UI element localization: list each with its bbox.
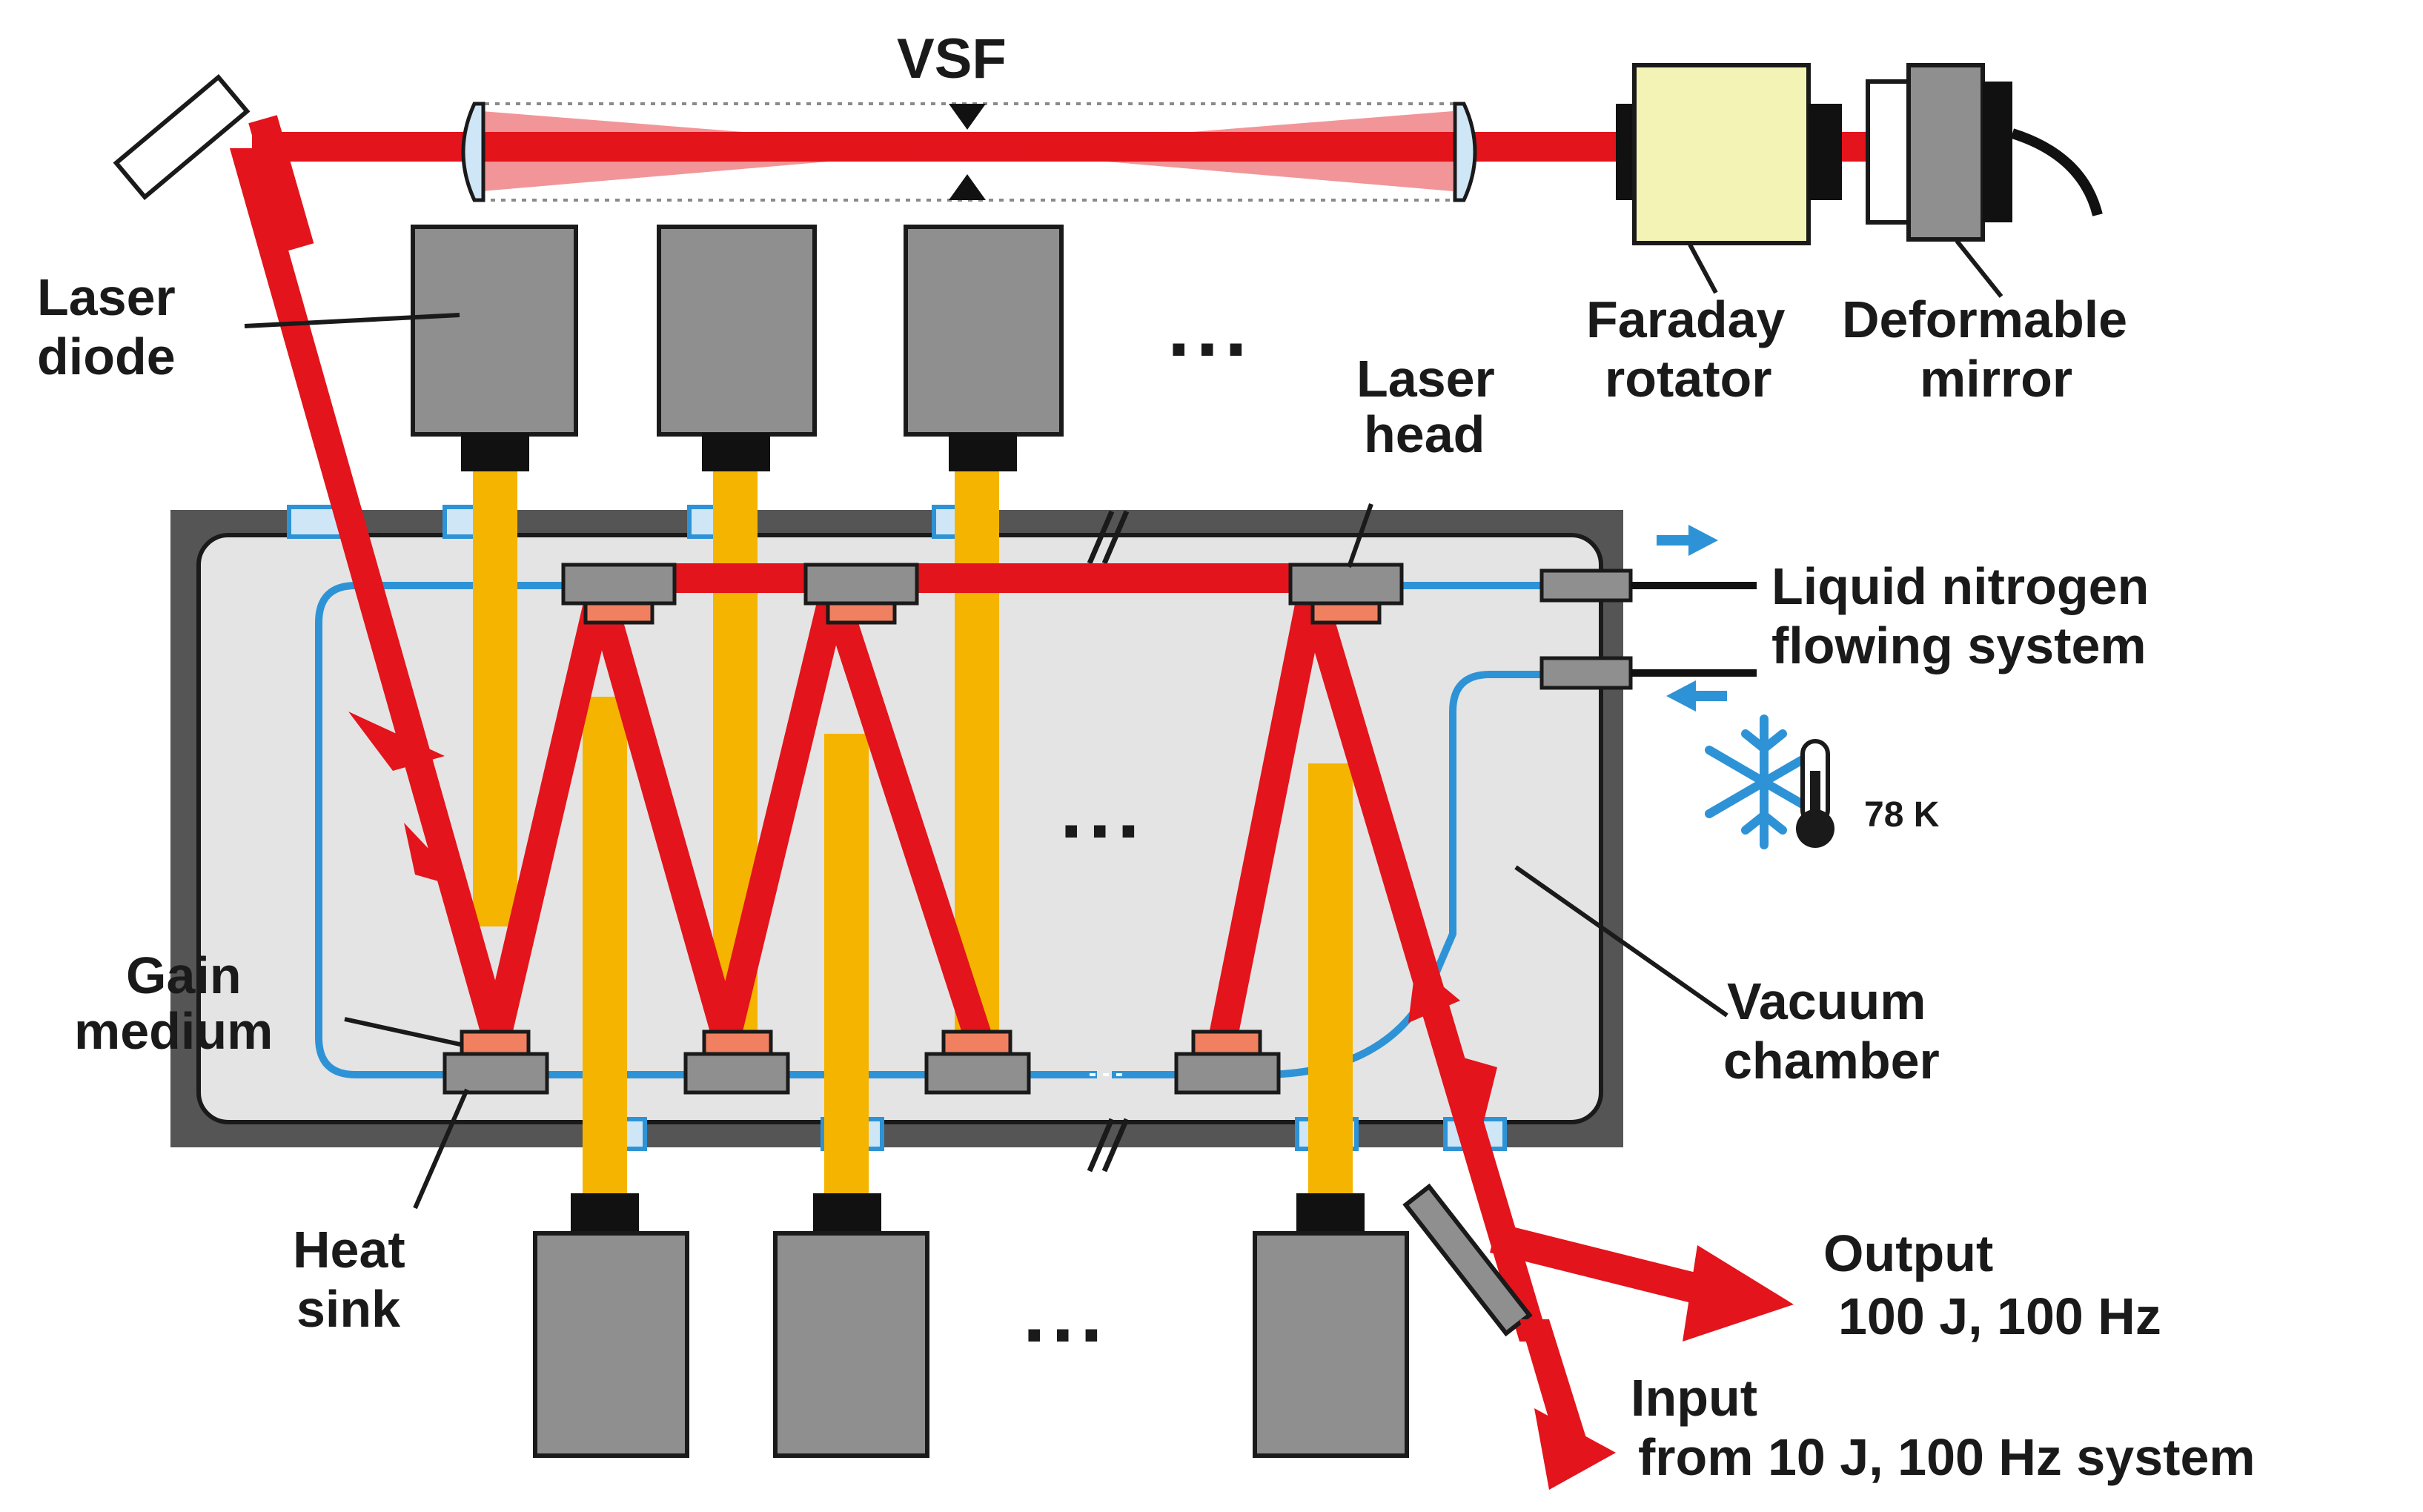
laser-diode-label-2: diode — [37, 328, 176, 385]
temperature-label: 78 K — [1864, 795, 1940, 835]
ln2-connectors — [1539, 568, 1757, 690]
vacuum-chamber-label-2: chamber — [1723, 1032, 1940, 1090]
thermometer-icon — [1796, 739, 1834, 848]
ln2-label-2: flowing system — [1771, 617, 2147, 674]
gain-media-bottom — [442, 1029, 1281, 1095]
gain-medium-label-1: Gain — [126, 946, 242, 1004]
laser-head-label-1: Laser — [1356, 350, 1495, 408]
arrow-right-icon — [1657, 525, 1718, 556]
ellipsis-top: ... — [1167, 282, 1253, 374]
pump-light-columns — [473, 452, 1353, 1216]
output-mirror — [1402, 1183, 1533, 1337]
top-laser-diodes — [411, 225, 1064, 471]
vsf-label: VSF — [897, 27, 1007, 90]
output-beam — [1490, 1223, 1794, 1342]
heat-sink-label-1: Heat — [293, 1221, 405, 1279]
ellipsis-bottom: ... — [1023, 1268, 1109, 1359]
ln2-label-1: Liquid nitrogen — [1771, 557, 2149, 615]
faraday-label-2: rotator — [1605, 350, 1772, 408]
top-beam-line — [113, 73, 1883, 252]
output-label-1: Output — [1823, 1224, 1993, 1282]
laser-beam-zigzag — [230, 148, 1549, 1342]
input-beam — [1519, 1319, 1616, 1490]
heat-sink-label-2: sink — [296, 1280, 400, 1338]
deformable-mirror — [1866, 63, 2103, 242]
deformable-label-1: Deformable — [1842, 291, 2127, 348]
vacuum-chamber-label-1: Vacuum — [1727, 972, 1926, 1030]
bottom-laser-diodes — [533, 1193, 1409, 1458]
output-label-2: 100 J, 100 Hz — [1838, 1287, 2161, 1345]
labels: VSF Laser diode Faraday rotator Deformab… — [37, 27, 2255, 1486]
beam-arrowheads — [348, 712, 1497, 1127]
ellipsis-markers: ... ... ... — [1023, 282, 1253, 1359]
gain-media-top — [561, 563, 1404, 625]
input-label-1: Input — [1631, 1369, 1757, 1427]
faraday-rotator — [1616, 63, 1842, 245]
input-label-2: from 10 J, 100 Hz system — [1638, 1428, 2255, 1486]
laser-head-label-2: head — [1364, 405, 1485, 463]
arrow-left-icon — [1666, 680, 1727, 712]
gain-medium-label-2: medium — [74, 1002, 273, 1060]
deformable-label-2: mirror — [1920, 350, 2072, 408]
laser-diode-label-1: Laser — [37, 268, 176, 326]
ellipsis-middle: ... — [1060, 764, 1146, 855]
faraday-label-1: Faraday — [1586, 291, 1786, 348]
leader-lines — [244, 239, 2003, 1210]
